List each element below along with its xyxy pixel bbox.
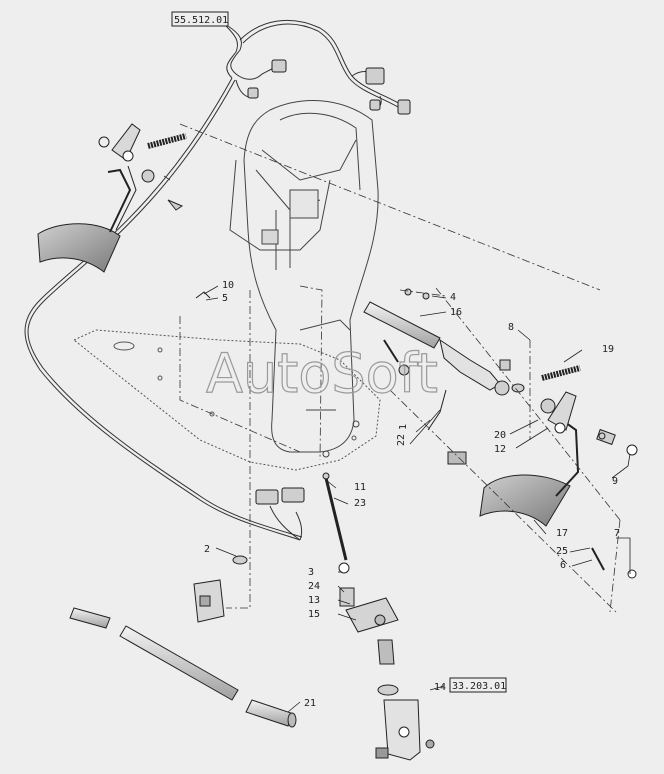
leader-lines: [203, 285, 631, 713]
callout-12[interactable]: 12: [494, 444, 506, 455]
callout-5[interactable]: 5: [222, 293, 228, 304]
callout-9[interactable]: 9: [612, 476, 618, 487]
steering-column-housing: [229, 100, 379, 458]
right-pedal-assembly: [479, 365, 638, 579]
callout-2[interactable]: 2: [204, 544, 210, 555]
callout-7[interactable]: 7: [614, 528, 620, 539]
callout-13[interactable]: 13: [308, 595, 320, 606]
callout-16[interactable]: 16: [450, 307, 462, 318]
left-pedal-assembly: [37, 123, 187, 273]
callout-22[interactable]: 22: [396, 434, 407, 446]
callout-24[interactable]: 24: [308, 581, 320, 592]
vertical-rod-assembly: [324, 477, 435, 761]
callout-19[interactable]: 19: [602, 344, 614, 355]
dash-dot-reference-lines: [163, 123, 621, 613]
callout-25[interactable]: 25: [556, 546, 568, 557]
reference-box-top[interactable]: 55.512.01: [171, 11, 229, 27]
callout-8[interactable]: 8: [508, 322, 514, 333]
reference-bottom-text: 33.203.01: [452, 681, 506, 692]
callout-1[interactable]: 1: [398, 424, 409, 430]
mounting-bracket: [193, 555, 248, 623]
callout-11[interactable]: 11: [354, 482, 366, 493]
watermark: AutoSoft: [206, 342, 438, 405]
callout-numbers: 10 5 4 16 8 19 1 22 20 12 9 7 17 25 6 2 …: [204, 280, 620, 709]
callout-6[interactable]: 6: [560, 560, 566, 571]
callout-10[interactable]: 10: [222, 280, 234, 291]
callout-3[interactable]: 3: [308, 567, 314, 578]
callout-21[interactable]: 21: [304, 698, 316, 709]
harness-connectors: [247, 59, 411, 505]
callout-17[interactable]: 17: [556, 528, 568, 539]
callout-23[interactable]: 23: [354, 498, 366, 509]
callout-14[interactable]: 14: [434, 682, 446, 693]
callout-15[interactable]: 15: [308, 609, 320, 620]
small-parts: [195, 288, 606, 480]
floor-plate: [73, 329, 381, 471]
reference-box-bottom[interactable]: 33.203.01: [449, 677, 507, 693]
long-rod: [69, 607, 297, 728]
callout-20[interactable]: 20: [494, 430, 506, 441]
callout-4[interactable]: 4: [450, 292, 456, 303]
cross-shaft: [363, 301, 511, 465]
wiring-harness: [24, 19, 411, 541]
reference-top-text: 55.512.01: [174, 15, 228, 26]
